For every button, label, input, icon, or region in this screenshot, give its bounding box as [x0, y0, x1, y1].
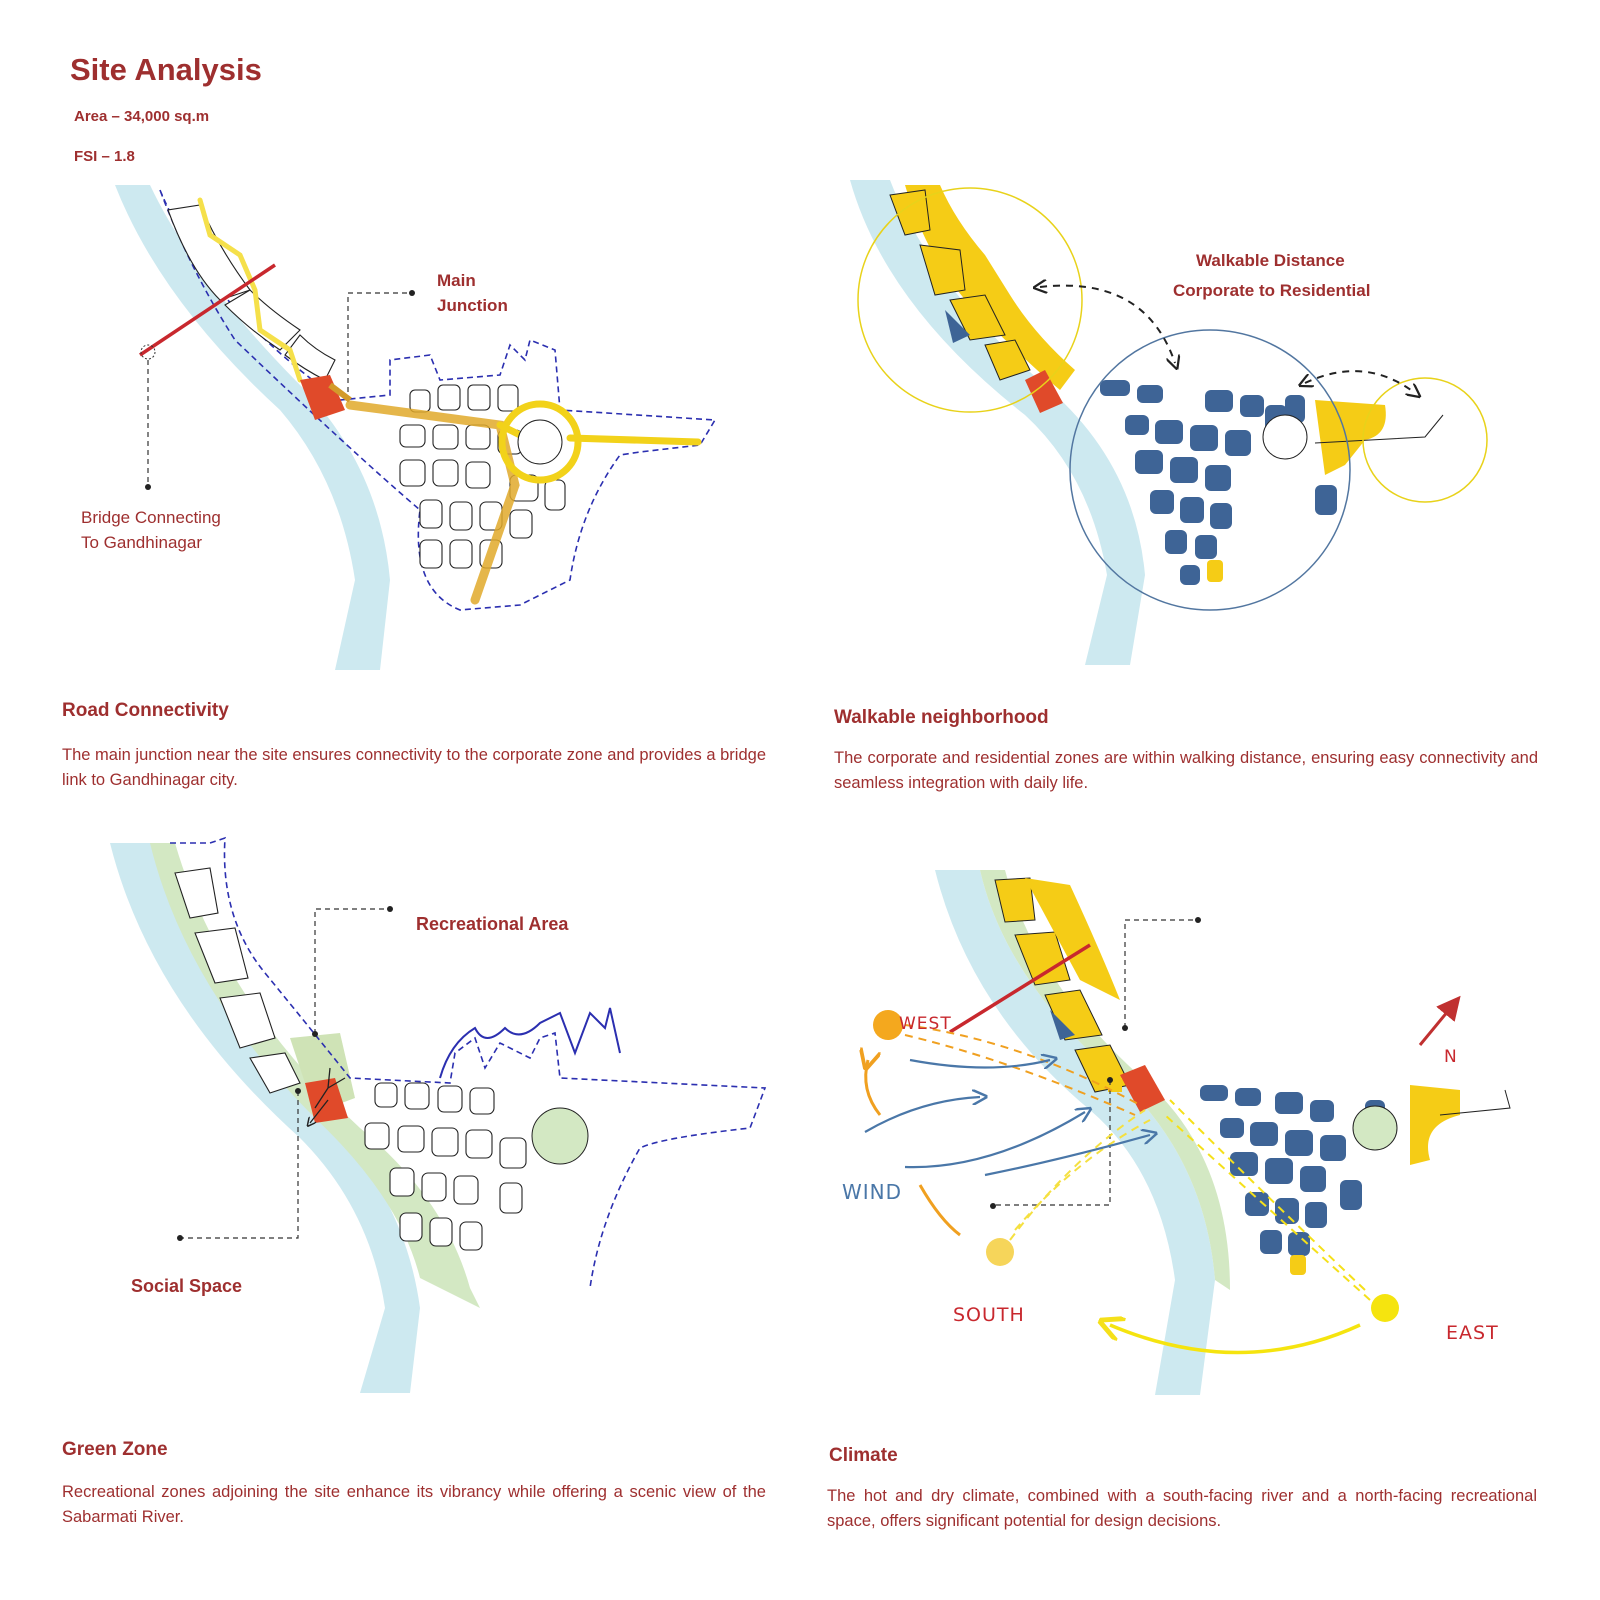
walkable-map: [850, 180, 1488, 665]
label-social: Social Space: [131, 1276, 243, 1296]
site-parcel: [1120, 1065, 1165, 1112]
bridge-line: [139, 263, 276, 357]
climate-map: [820, 870, 1511, 1395]
label-recreational: Recreational Area: [416, 914, 569, 934]
site-boundary: [170, 836, 767, 1289]
walk-heading: Walkable neighborhood: [834, 707, 1049, 728]
climate-heading: Climate: [829, 1445, 898, 1466]
site-parcel: [1025, 370, 1063, 413]
label-walkable-1: Walkable Distance: [1196, 251, 1345, 270]
river: [850, 180, 1145, 665]
green-zone-map: [110, 836, 767, 1393]
river: [115, 185, 390, 670]
label-junction: Junction: [437, 296, 508, 315]
label-south: SOUTH: [953, 1304, 1025, 1326]
label-wind: WIND: [842, 1180, 903, 1204]
label-main: Main: [437, 271, 476, 290]
sun-south: [986, 1238, 1014, 1266]
bridge-line: [949, 943, 1091, 1034]
page-title: Site Analysis: [70, 52, 262, 87]
north-arrow: [1418, 995, 1461, 1046]
label-bridge-2: To Gandhinagar: [81, 533, 202, 552]
road-connectivity-map: [115, 185, 717, 670]
sun-east: [1371, 1294, 1399, 1322]
label-west: WEST: [899, 1014, 952, 1034]
label-north: N: [1444, 1047, 1458, 1067]
sun-west: [873, 1010, 903, 1040]
climate-body: The hot and dry climate, combined with a…: [827, 1487, 1537, 1530]
roundabout-green: [531, 1107, 589, 1165]
label-walkable-2: Corporate to Residential: [1173, 281, 1371, 300]
road-north: [197, 197, 303, 383]
roundabout: [498, 400, 582, 484]
walk-body: The corporate and residential zones are …: [834, 749, 1538, 792]
green-heading: Green Zone: [62, 1439, 168, 1460]
river: [935, 870, 1215, 1395]
label-east: EAST: [1446, 1322, 1499, 1344]
road-body: The main junction near the site ensures …: [62, 746, 766, 789]
road-heading: Road Connectivity: [62, 700, 229, 721]
fsi-label: FSI – 1.8: [74, 148, 135, 165]
river: [110, 843, 420, 1393]
area-label: Area – 34,000 sq.m: [74, 108, 210, 125]
label-bridge-1: Bridge Connecting: [81, 508, 221, 527]
green-body: Recreational zones adjoining the site en…: [62, 1483, 766, 1526]
site-parcel: [305, 1078, 348, 1123]
road-east: [566, 434, 702, 446]
